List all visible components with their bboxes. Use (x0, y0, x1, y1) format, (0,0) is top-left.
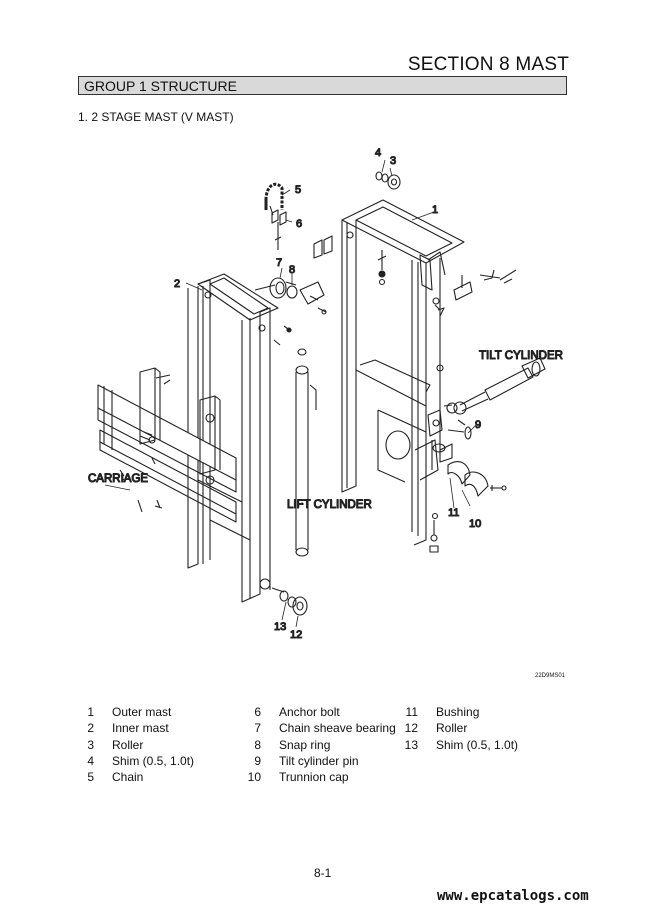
group-header-bar: GROUP 1 STRUCTURE (78, 76, 567, 95)
callout-9: 9 (475, 419, 481, 431)
lift-cylinder-label: LIFT CYLINDER (287, 499, 372, 511)
tilt-cylinder-label: TILT CYLINDER (479, 350, 563, 362)
outer-mast (341, 199, 465, 546)
outer-mast-hardware (313, 235, 517, 463)
callout-11: 11 (448, 507, 459, 519)
page-number: 8-1 (314, 866, 332, 880)
top-roller (375, 171, 401, 190)
section-title: SECTION 8 MAST (407, 54, 569, 75)
callout-12: 12 (290, 629, 302, 641)
carriage-label: CARRIAGE (88, 473, 148, 485)
bottom-roller (271, 587, 308, 616)
leader-lines (104, 159, 477, 628)
callout-2: 2 (174, 278, 180, 290)
callouts: 1 2 3 4 5 6 7 8 9 10 11 12 13 TILT CYLIN… (87, 146, 563, 641)
watermark-url: www.epcatalogs.com (437, 888, 589, 904)
callout-3: 3 (390, 155, 396, 167)
callout-4: 4 (375, 147, 381, 159)
lift-cylinder (295, 348, 317, 557)
subtitle: 1. 2 STAGE MAST (V MAST) (78, 110, 234, 124)
callout-1: 1 (432, 204, 438, 216)
chain-assembly (264, 182, 287, 250)
callout-6: 6 (296, 218, 302, 230)
callout-7: 7 (276, 257, 282, 269)
mast-exploded-diagram: 1 2 3 4 5 6 7 8 9 10 11 12 13 TILT CYLIN… (87, 146, 563, 641)
trunnion-area (427, 409, 507, 553)
tilt-cylinder (443, 357, 546, 426)
callout-5: 5 (295, 184, 301, 196)
carriage (97, 367, 237, 523)
sheave-bearing (269, 277, 327, 315)
figure-code: 22D9MS01 (535, 673, 566, 679)
callout-13: 13 (274, 621, 286, 633)
callout-10: 10 (469, 518, 481, 530)
inner-mast (187, 273, 292, 603)
callout-8: 8 (289, 264, 295, 276)
group-title: GROUP 1 STRUCTURE (84, 78, 237, 94)
